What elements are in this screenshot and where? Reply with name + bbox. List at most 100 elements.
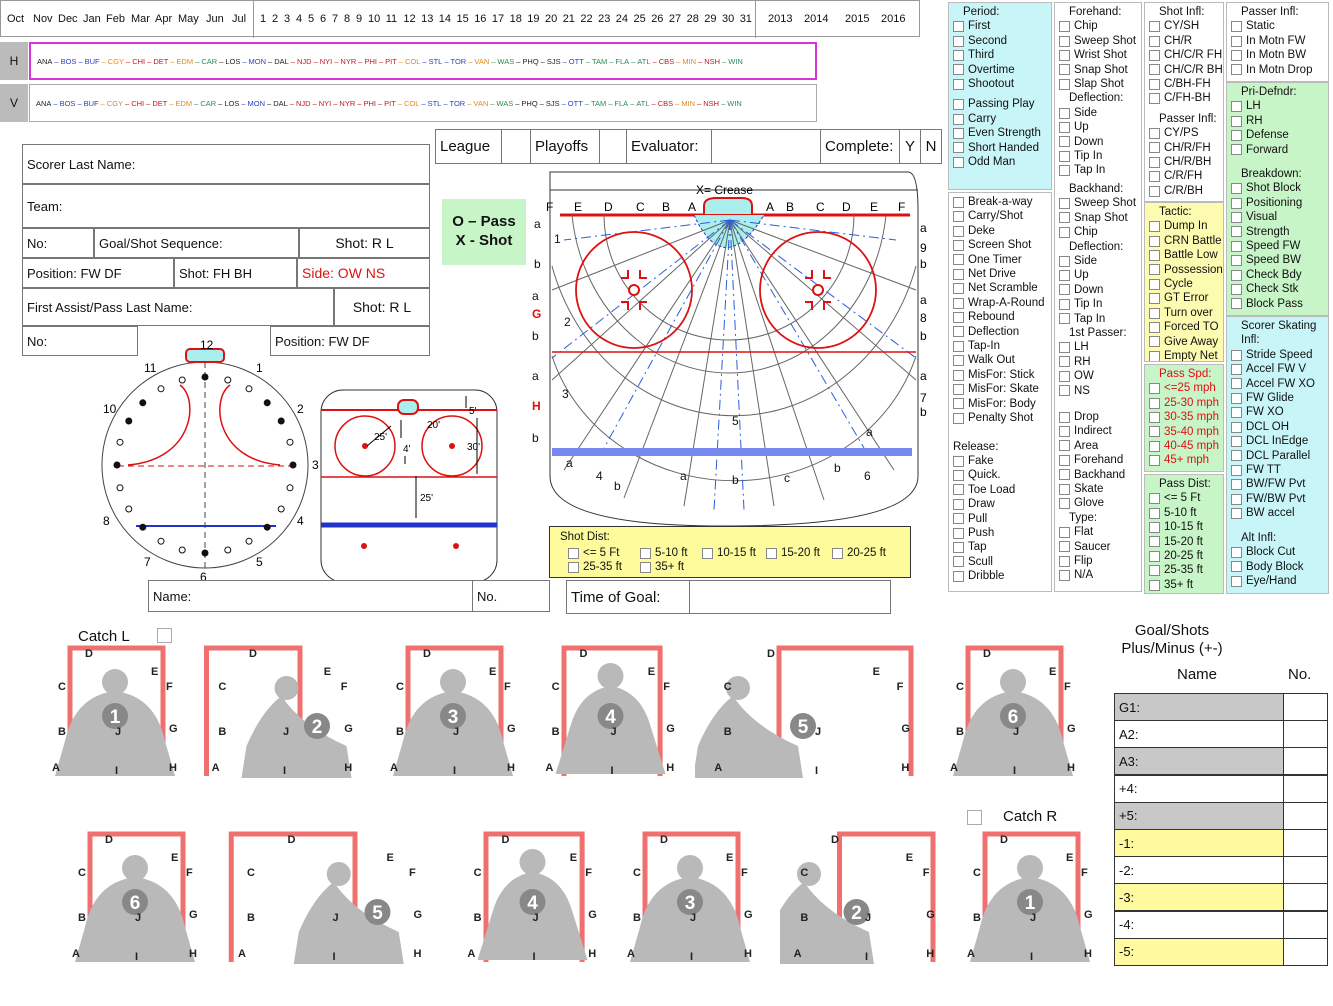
playoffs-value[interactable] [599,129,627,164]
evaluator-value[interactable] [711,129,821,164]
net-zone-i[interactable]: I [611,765,614,777]
move-option[interactable]: Net Drive [953,267,1051,281]
checkbox[interactable] [1231,493,1242,505]
net-zone-h[interactable]: H [666,762,674,774]
zone-col-e[interactable]: E [870,200,878,214]
month-oct[interactable]: Oct [7,13,25,25]
net-zone-c[interactable]: C [474,867,482,879]
clock-dot[interactable] [116,438,124,446]
net-zone-i[interactable]: I [865,951,868,963]
checkbox[interactable] [1149,507,1160,519]
skating-option[interactable]: FW Glide [1231,391,1328,405]
shot-dist-option[interactable]: <= 5 Ft [568,547,619,559]
league-field[interactable]: League [435,129,502,164]
team-atl[interactable]: ATL [637,56,651,66]
net-zone-d[interactable]: D [767,648,775,660]
checkbox[interactable] [953,498,964,510]
passer-infl-option[interactable]: In Motn BW [1231,48,1328,62]
net-zone-b[interactable]: B [956,726,964,738]
net-zone-b[interactable]: B [396,726,404,738]
zone-col-a[interactable]: A [766,200,774,214]
day-14[interactable]: 14 [438,13,452,25]
checkbox[interactable] [953,99,964,111]
drop-option[interactable]: Glove [1059,496,1141,510]
move-option[interactable]: MisFor: Body [953,397,1051,411]
assist-position[interactable]: Position: FW DF [270,326,430,356]
day-12[interactable]: 12 [403,13,416,25]
net-zone-i[interactable]: I [135,951,138,963]
checkbox[interactable] [1059,197,1070,209]
checkbox[interactable] [953,156,964,168]
net-zone-f[interactable]: F [186,867,193,879]
team-dal[interactable]: DAL [274,56,289,66]
net-zone-d[interactable]: D [580,648,588,660]
net-zone-e[interactable]: E [906,852,913,864]
checkbox[interactable] [1149,221,1160,233]
month-dec[interactable]: Dec [58,13,78,25]
checkbox[interactable] [1149,185,1160,197]
net-zone-g[interactable]: G [414,909,423,921]
zone-col-a[interactable]: A [688,200,696,214]
tactic-option[interactable]: Battle Low [1149,248,1223,262]
checkbox[interactable] [1231,507,1242,519]
shot-infl-option[interactable]: C/FH-BH [1149,91,1223,105]
checkbox[interactable] [1059,226,1070,238]
shot-dist-option[interactable]: 15-20 ft [766,547,820,559]
checkbox[interactable] [1231,561,1242,573]
checkbox[interactable] [1149,383,1160,395]
passer-infl2-option[interactable]: C/R/BH [1149,184,1223,198]
move-option[interactable]: Break-a-way [953,195,1051,209]
month-may[interactable]: May [178,13,199,25]
net-zone-j[interactable]: J [283,726,289,738]
day-16[interactable]: 16 [474,13,487,25]
checkbox[interactable] [953,527,964,539]
checkbox[interactable] [1149,455,1160,467]
net-zone-d[interactable]: D [288,834,296,846]
zone-left-a[interactable]: a [532,289,539,303]
team-det[interactable]: DET [152,98,168,108]
checkbox[interactable] [568,561,579,573]
checkbox[interactable] [953,570,964,582]
team-fla[interactable]: FLA [615,56,630,66]
checkbox[interactable] [953,326,964,338]
day-3[interactable]: 3 [284,13,291,25]
day-6[interactable]: 6 [320,13,327,25]
net-zone-i[interactable]: I [333,951,336,963]
move-option[interactable]: Tap-In [953,339,1051,353]
net-zone-f[interactable]: F [166,681,173,693]
team-phi[interactable]: PHI [363,98,376,108]
team-col[interactable]: COL [403,98,420,108]
net-zone-a[interactable]: A [390,762,398,774]
net-zone-e[interactable]: E [387,852,394,864]
shot-dist-option[interactable]: 5-10 ft [640,547,688,559]
net-zone-f[interactable]: F [663,681,670,693]
team-chi[interactable]: CHI [132,56,146,66]
league-value[interactable] [501,129,531,164]
shot-infl-option[interactable]: CH/R [1149,34,1223,48]
team-edm[interactable]: EDM [176,56,194,66]
plus-minus-name-cell[interactable]: -2: [1114,856,1284,885]
checkbox[interactable] [1149,156,1160,168]
pri-defender-option[interactable]: RH [1231,114,1328,128]
checkbox[interactable] [953,254,964,266]
breakdown-option[interactable]: Check Bdy [1231,268,1328,282]
checkbox[interactable] [832,547,843,559]
skating-option[interactable]: FW TT [1231,463,1328,477]
skating-option[interactable]: FW/BW Pvt [1231,492,1328,506]
zone-right-9[interactable]: 9 [920,241,927,255]
checkbox[interactable] [1059,440,1070,452]
day-13[interactable]: 13 [421,13,434,25]
day-26[interactable]: 26 [651,13,664,25]
checkbox[interactable] [1149,21,1160,33]
plus-minus-name-cell[interactable]: -3: [1114,883,1284,912]
team-van[interactable]: VAN [474,56,490,66]
day-31[interactable]: 31 [739,13,752,25]
passer-infl2-option[interactable]: C/R/FH [1149,169,1223,183]
year-2014[interactable]: 2014 [804,13,829,25]
scorer-side[interactable]: Side: OW NS [297,258,430,288]
catch-right-checkbox[interactable] [967,810,982,825]
breakdown-option[interactable]: Block Pass [1231,297,1328,311]
